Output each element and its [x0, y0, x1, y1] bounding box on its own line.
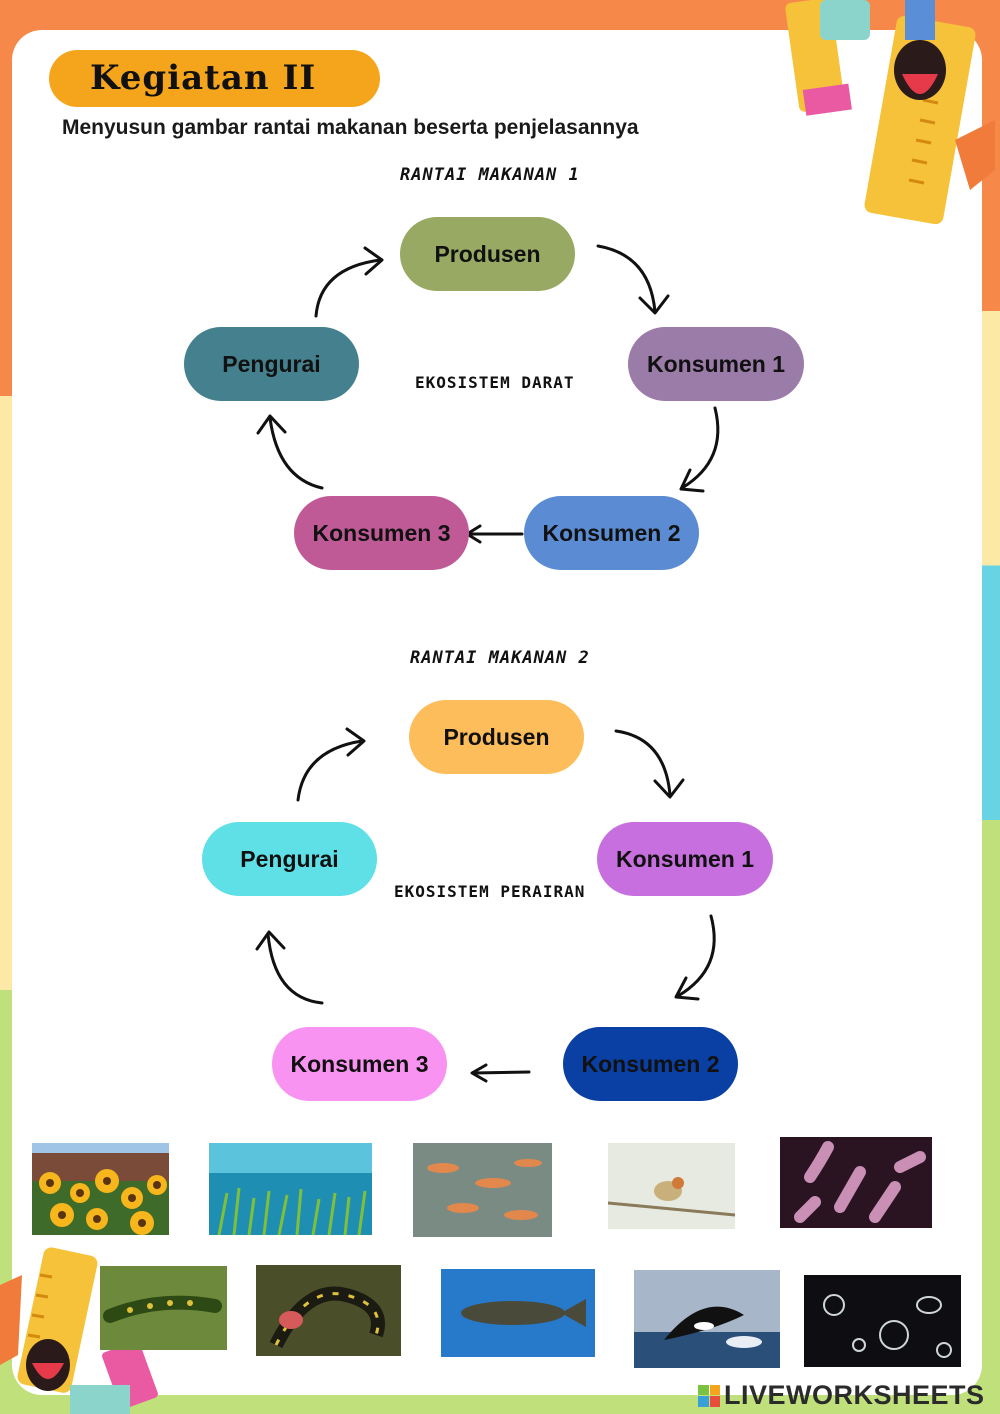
chain1-konsumen-3[interactable]: Konsumen 3 [294, 496, 469, 570]
page-title: Kegiatan II [90, 58, 317, 98]
bacteria-image[interactable] [780, 1137, 932, 1228]
sunflowers-image[interactable] [32, 1143, 169, 1235]
stationery-top-right-illustration [785, 0, 995, 225]
chain1-pengurai[interactable]: Pengurai [184, 327, 359, 401]
bird-image[interactable] [608, 1143, 735, 1229]
chain1-title: RANTAI MAKANAN 1 [400, 165, 580, 185]
chain1-ecosystem-label: EKOSISTEM DARAT [415, 373, 575, 392]
chain2-pengurai[interactable]: Pengurai [202, 822, 377, 896]
chain1-konsumen-2[interactable]: Konsumen 2 [524, 496, 699, 570]
chain2-konsumen-2[interactable]: Konsumen 2 [563, 1027, 738, 1101]
logo-text: LIVEWORKSHEETS [724, 1380, 985, 1410]
liveworksheets-logo: LIVEWORKSHEETS [698, 1380, 985, 1411]
chain2-konsumen-1[interactable]: Konsumen 1 [597, 822, 773, 896]
chain2-konsumen-3[interactable]: Konsumen 3 [272, 1027, 447, 1101]
header-pill [49, 50, 380, 107]
chain1-produsen[interactable]: Produsen [400, 217, 575, 291]
caterpillar-image[interactable] [100, 1266, 227, 1350]
snake-image[interactable] [256, 1265, 401, 1356]
chain1-konsumen-1[interactable]: Konsumen 1 [628, 327, 804, 401]
logo-mark-icon [698, 1384, 720, 1407]
chain2-ecosystem-label: EKOSISTEM PERAIRAN [394, 882, 586, 901]
fish-image[interactable] [441, 1269, 595, 1357]
chain2-produsen[interactable]: Produsen [409, 700, 584, 774]
plankton-image[interactable] [804, 1275, 961, 1367]
subtitle: Menyusun gambar rantai makanan beserta p… [62, 116, 639, 139]
shrimp-image[interactable] [413, 1143, 552, 1237]
orca-image[interactable] [634, 1270, 780, 1368]
seagrass-image[interactable] [209, 1143, 372, 1235]
stationery-bottom-left-illustration [0, 1247, 158, 1414]
chain2-title: RANTAI MAKANAN 2 [410, 648, 590, 668]
